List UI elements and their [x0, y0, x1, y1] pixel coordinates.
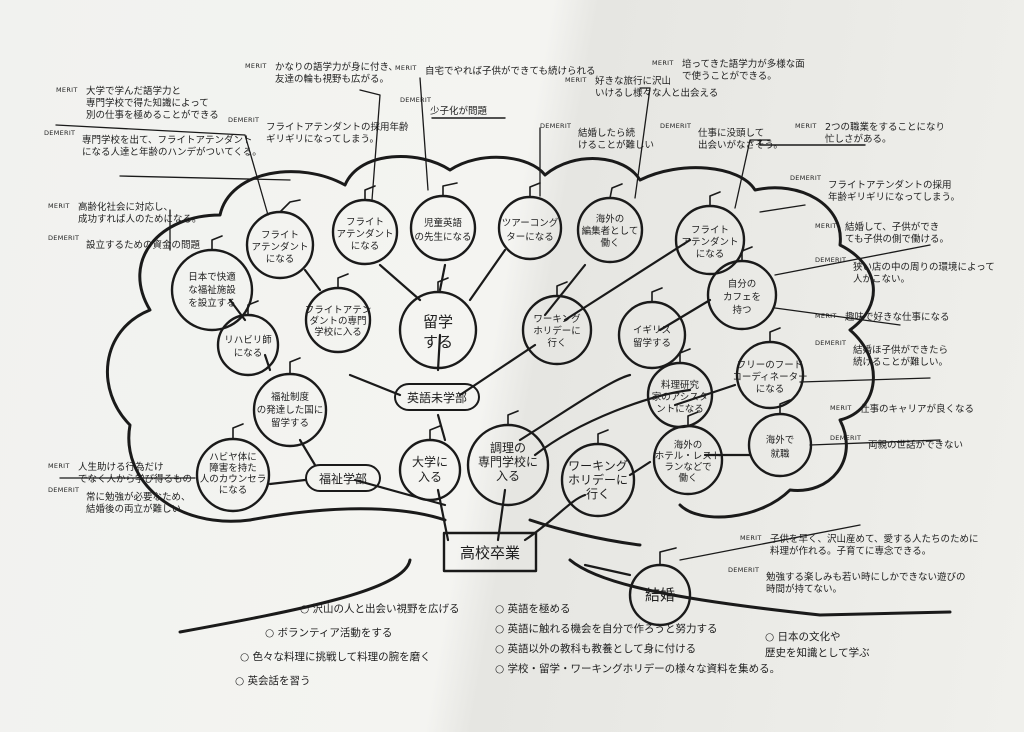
node-uk-study-label: イギリス留学する: [633, 325, 671, 349]
n3-merit-text: かなりの語学力が身に付き、友達の輪も視野も広がる。: [275, 61, 398, 85]
n12-merit-tag: MERIT: [740, 534, 762, 542]
n2-demerit-tag: DEMERIT: [48, 234, 79, 242]
n9-merit-text: 趣味で好きな仕事になる: [845, 311, 950, 323]
branch-arrows: [228, 238, 752, 577]
n10-demerit-text: 両親の世話ができない: [868, 439, 963, 451]
n10-merit-text: 仕事のキャリアが良くなる: [860, 403, 974, 415]
roots-mid-item-2: ○ 英語以外の教科も教養として身に付ける: [495, 642, 696, 655]
underlines: [431, 117, 866, 146]
roots-left-item-0: ○ 沢山の人と出会い視野を広げる: [300, 602, 460, 615]
n2-merit-tag: MERIT: [48, 202, 70, 210]
node-fa-2-label: フライトアテンダントになる: [336, 217, 393, 252]
n5-demerit-text: 結婚したら続けることが難しい: [578, 127, 654, 151]
n7-merit-text: 2つの職業をすることになり忙しさがある。: [825, 121, 945, 145]
n3-merit-tag: MERIT: [245, 62, 267, 70]
root-label: 高校卒業: [460, 544, 520, 562]
root-box: [442, 531, 538, 573]
node-overseas-editor-label: 海外の編集者として働く: [582, 213, 639, 249]
node-welfare-abroad-label: 福祉制度の発達した国に留学する: [257, 391, 324, 429]
n11-merit-text: 人生助ける行為だけでなく人から学び得るもの: [78, 461, 192, 485]
node-rehab-label: リハビリ師になる: [224, 334, 272, 359]
n6-merit-tag: MERIT: [652, 59, 674, 67]
n3-demerit-text: フライトアテンダントの採用年齢ギリギリになってしまう。: [266, 121, 409, 145]
n8-demerit-text: 狭い店の中の周りの環境によって人がこない。: [853, 261, 995, 285]
n9-merit-tag: MERIT: [815, 312, 837, 320]
n2-demerit-text: 設立するための資金の問題: [86, 239, 201, 251]
roots-mid-item-3: ○ 学校・留学・ワーキングホリデーの様々な資料を集める。: [495, 662, 780, 675]
n7-demerit-tag: DEMERIT: [790, 174, 821, 182]
note-connectors: [55, 77, 941, 561]
n4-demerit-tag: DEMERIT: [400, 96, 431, 104]
english-dept-label: 英語未学部: [407, 390, 467, 405]
n8-merit-text: 結婚して、子供ができても子供の側で働ける。: [845, 221, 949, 245]
roots-left-item-2: ○ 色々な料理に挑戦して料理の腕を磨く: [240, 650, 431, 663]
node-kids-teacher-label: 児童英語の先生になる: [414, 217, 471, 243]
cooking-school-label: 調理の専門学校に入る: [478, 441, 538, 483]
fruit-stems: [211, 182, 791, 566]
n8-demerit-tag: DEMERIT: [815, 256, 846, 264]
roots-mid-item-0: ○ 英語を極める: [495, 602, 571, 615]
node-caregiver-label: ハビヤ体に障害を持た人のカウンセラになる: [200, 451, 267, 496]
n1-demerit-text: 専門学校を出て、フライトアテンダントになる人達と年齢のハンデがついてくる。: [82, 134, 262, 158]
n5-demerit-tag: DEMERIT: [540, 122, 571, 130]
node-fa-1-label: フライトアテンダントになる: [251, 230, 308, 265]
node-job-abroad-label: 海外で就職: [766, 434, 795, 460]
roots-right-item-1: 歴史を知識として学ぶ: [765, 646, 870, 659]
roots-right-item-0: ○ 日本の文化や: [765, 630, 841, 643]
welfare-dept-box: [305, 464, 381, 492]
roots-left-item-3: ○ 英会話を習う: [235, 674, 311, 687]
node-cook-assistant-label: 料理研究家のアシスタントになる: [652, 379, 709, 415]
n5-merit-tag: MERIT: [565, 76, 587, 84]
n1-demerit-tag: DEMERIT: [44, 129, 75, 137]
n1-merit-text: 大学で学んだ語学力と専門学校で得た知識によって別の仕事を極めることができる: [86, 85, 219, 121]
n3-demerit-tag: DEMERIT: [228, 116, 259, 124]
hub-boxes: [305, 383, 538, 573]
n4-demerit-text: 少子化が問題: [430, 105, 488, 117]
n5-merit-text: 好きな旅行に沢山いけるし様々な人と出会える: [595, 75, 718, 99]
n1-merit-tag: MERIT: [56, 86, 78, 94]
node-own-cafe-label: 自分のカフェを持つ: [723, 278, 761, 316]
node-fa-3-label: フライトアテンダントになる: [681, 225, 738, 260]
node-wh-mid-label: ワーキングホリデーに行く: [533, 313, 581, 349]
welfare-dept-label: 福祉学部: [319, 471, 367, 486]
n11-demerit-text: 常に勉強が必要なため、結婚後の両立が難しい: [86, 491, 191, 515]
university-label: 大学に入る: [412, 454, 448, 484]
wh-left-label: ワーキングホリデーに行く: [568, 459, 628, 501]
n6-merit-text: 培ってきた語学力が多様な面で使うことができる。: [682, 58, 805, 82]
n7-demerit-text: フライトアテンダントの採用年齢ギリギリになってしまう。: [828, 179, 960, 203]
roots-mid-item-1: ○ 英語に触れる機会を自分で作ろうと努力する: [495, 622, 718, 635]
n4-merit-tag: MERIT: [395, 64, 417, 72]
n6-demerit-text: 仕事に没頭して出会いがなさそう。: [698, 127, 783, 151]
n9-demerit-text: 結婚ほ子供ができたら続けることが難しい。: [853, 344, 948, 368]
n9-demerit-tag: DEMERIT: [815, 339, 846, 347]
english-dept-box: [394, 383, 480, 411]
marriage-label: 結婚: [645, 586, 675, 604]
n12-demerit-tag: DEMERIT: [728, 566, 759, 574]
n10-demerit-tag: DEMERIT: [830, 434, 861, 442]
n8-merit-tag: MERIT: [815, 222, 837, 230]
n6-demerit-tag: DEMERIT: [660, 122, 691, 130]
study-abroad-label: 留学する: [423, 313, 453, 351]
n11-demerit-tag: DEMERIT: [48, 486, 79, 494]
n2-merit-text: 高齢化社会に対応し、成功すれば人のためになる。: [78, 201, 202, 225]
node-tour-label: ツアーコングターになる: [502, 217, 559, 243]
node-fa-school-label: フライトアテンダントの専門学校に入る: [305, 305, 372, 338]
n4-merit-text: 自宅でやれば子供ができても続けられる: [425, 65, 596, 77]
node-hotel-rest-label: 海外のホテル・レストランなどで働く: [655, 439, 722, 484]
tree-trunk-right: [528, 518, 952, 617]
n11-merit-tag: MERIT: [48, 462, 70, 470]
tree-trunk-left: [178, 507, 447, 634]
roots-left-item-1: ○ ボランティア活動をする: [265, 626, 392, 639]
n12-merit-text: 子供を早く、沢山産めて、愛する人たちのために料理が作れる。子育てに専念できる。: [770, 533, 979, 557]
node-facility-label: 日本で快適な福祉施設を設立する: [188, 271, 236, 309]
n12-demerit-text: 勉強する楽しみも若い時にしかできない遊びの時間が持てない。: [766, 571, 966, 595]
n7-merit-tag: MERIT: [795, 122, 817, 130]
n10-merit-tag: MERIT: [830, 404, 852, 412]
node-food-coord-label: フリーのフードコーディネーターになる: [732, 360, 807, 395]
tree-canopy-outline: [106, 155, 875, 523]
